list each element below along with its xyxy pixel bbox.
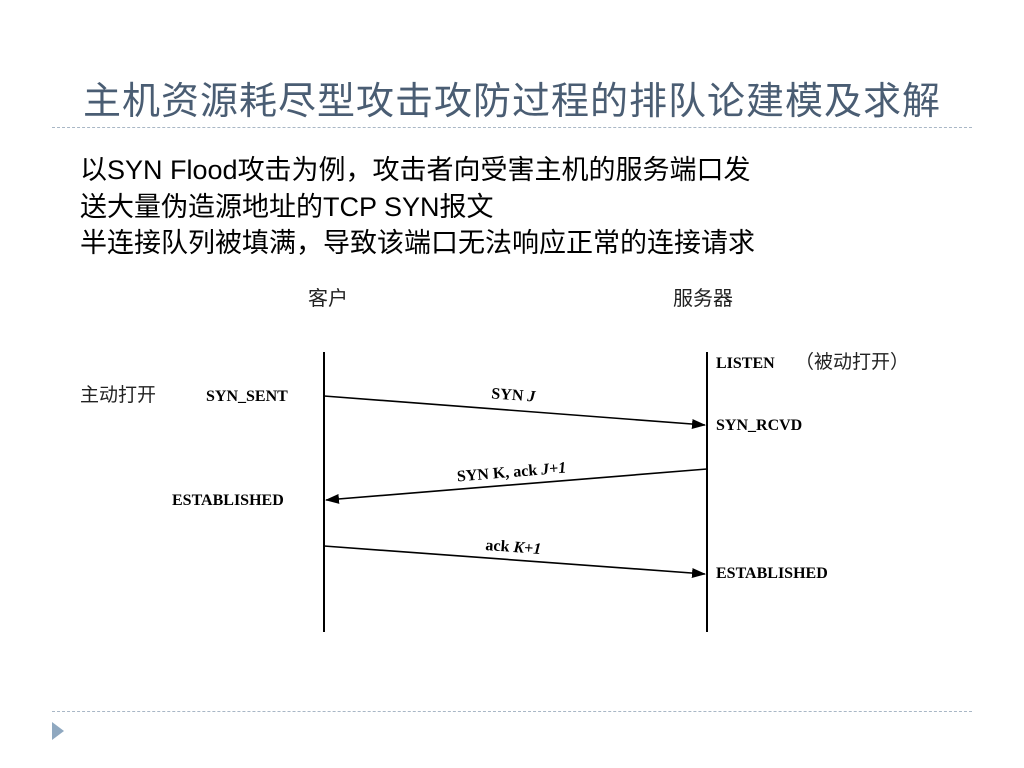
syn-arrow — [323, 395, 706, 429]
title-divider — [52, 127, 972, 128]
client-state-syn-sent: SYN_SENT — [206, 388, 288, 405]
bullet-1-text-c: 攻击为例，攻击者向受害主机的服务端口发 — [237, 155, 751, 186]
syn-ack-arrow — [325, 468, 708, 504]
server-state-established: ESTABLISHED — [716, 565, 828, 582]
client-active-open-label: 主动打开 — [80, 384, 156, 406]
bullet-2-text-b: TCP SYN — [323, 192, 440, 222]
footer-divider — [52, 711, 972, 712]
ack-arrow — [323, 545, 706, 579]
bullet-list: 以SYN Flood攻击为例，攻击者向受害主机的服务端口发 送大量伪造源地址的T… — [80, 152, 980, 262]
syn-message-text: SYN — [491, 385, 528, 405]
server-state-syn-rcvd: SYN_RCVD — [716, 417, 802, 434]
client-column-label: 客户 — [308, 286, 348, 310]
syn-message-label: SYN J — [491, 385, 537, 405]
bullet-1-text-a: 以 — [80, 155, 107, 186]
bullet-line-2: 送大量伪造源地址的TCP SYN报文 — [80, 189, 980, 226]
slide-title: 主机资源耗尽型攻击攻防过程的排队论建模及求解 — [82, 79, 941, 123]
nav-triangle-icon[interactable] — [52, 722, 64, 740]
bullet-line-1: 以SYN Flood攻击为例，攻击者向受害主机的服务端口发 — [80, 152, 980, 189]
bullet-line-3: 半连接队列被填满，导致该端口无法响应正常的连接请求 — [80, 226, 980, 262]
syn-ack-message-var: J+1 — [540, 460, 567, 479]
syn-ack-message-label: SYN K, ack J+1 — [456, 460, 567, 486]
server-state-listen-note: （被动打开） — [795, 351, 909, 373]
ack-message-label: ack K+1 — [485, 537, 542, 558]
ack-message-var: K+1 — [512, 539, 542, 558]
client-state-established: ESTABLISHED — [172, 492, 284, 509]
bullet-2-text-c: 报文 — [439, 192, 494, 223]
bullet-1-text-b: SYN Flood — [107, 155, 238, 185]
bullet-3-text: 半连接队列被填满，导致该端口无法响应正常的连接请求 — [80, 228, 755, 259]
ack-message-text: ack — [485, 537, 514, 556]
syn-message-var: J — [526, 388, 537, 406]
server-state-listen: LISTEN — [716, 355, 775, 372]
syn-ack-message-text: SYN K, ack — [456, 462, 542, 486]
bullet-2-text-a: 送大量伪造源地址的 — [80, 192, 323, 223]
server-column-label: 服务器 — [673, 286, 733, 310]
